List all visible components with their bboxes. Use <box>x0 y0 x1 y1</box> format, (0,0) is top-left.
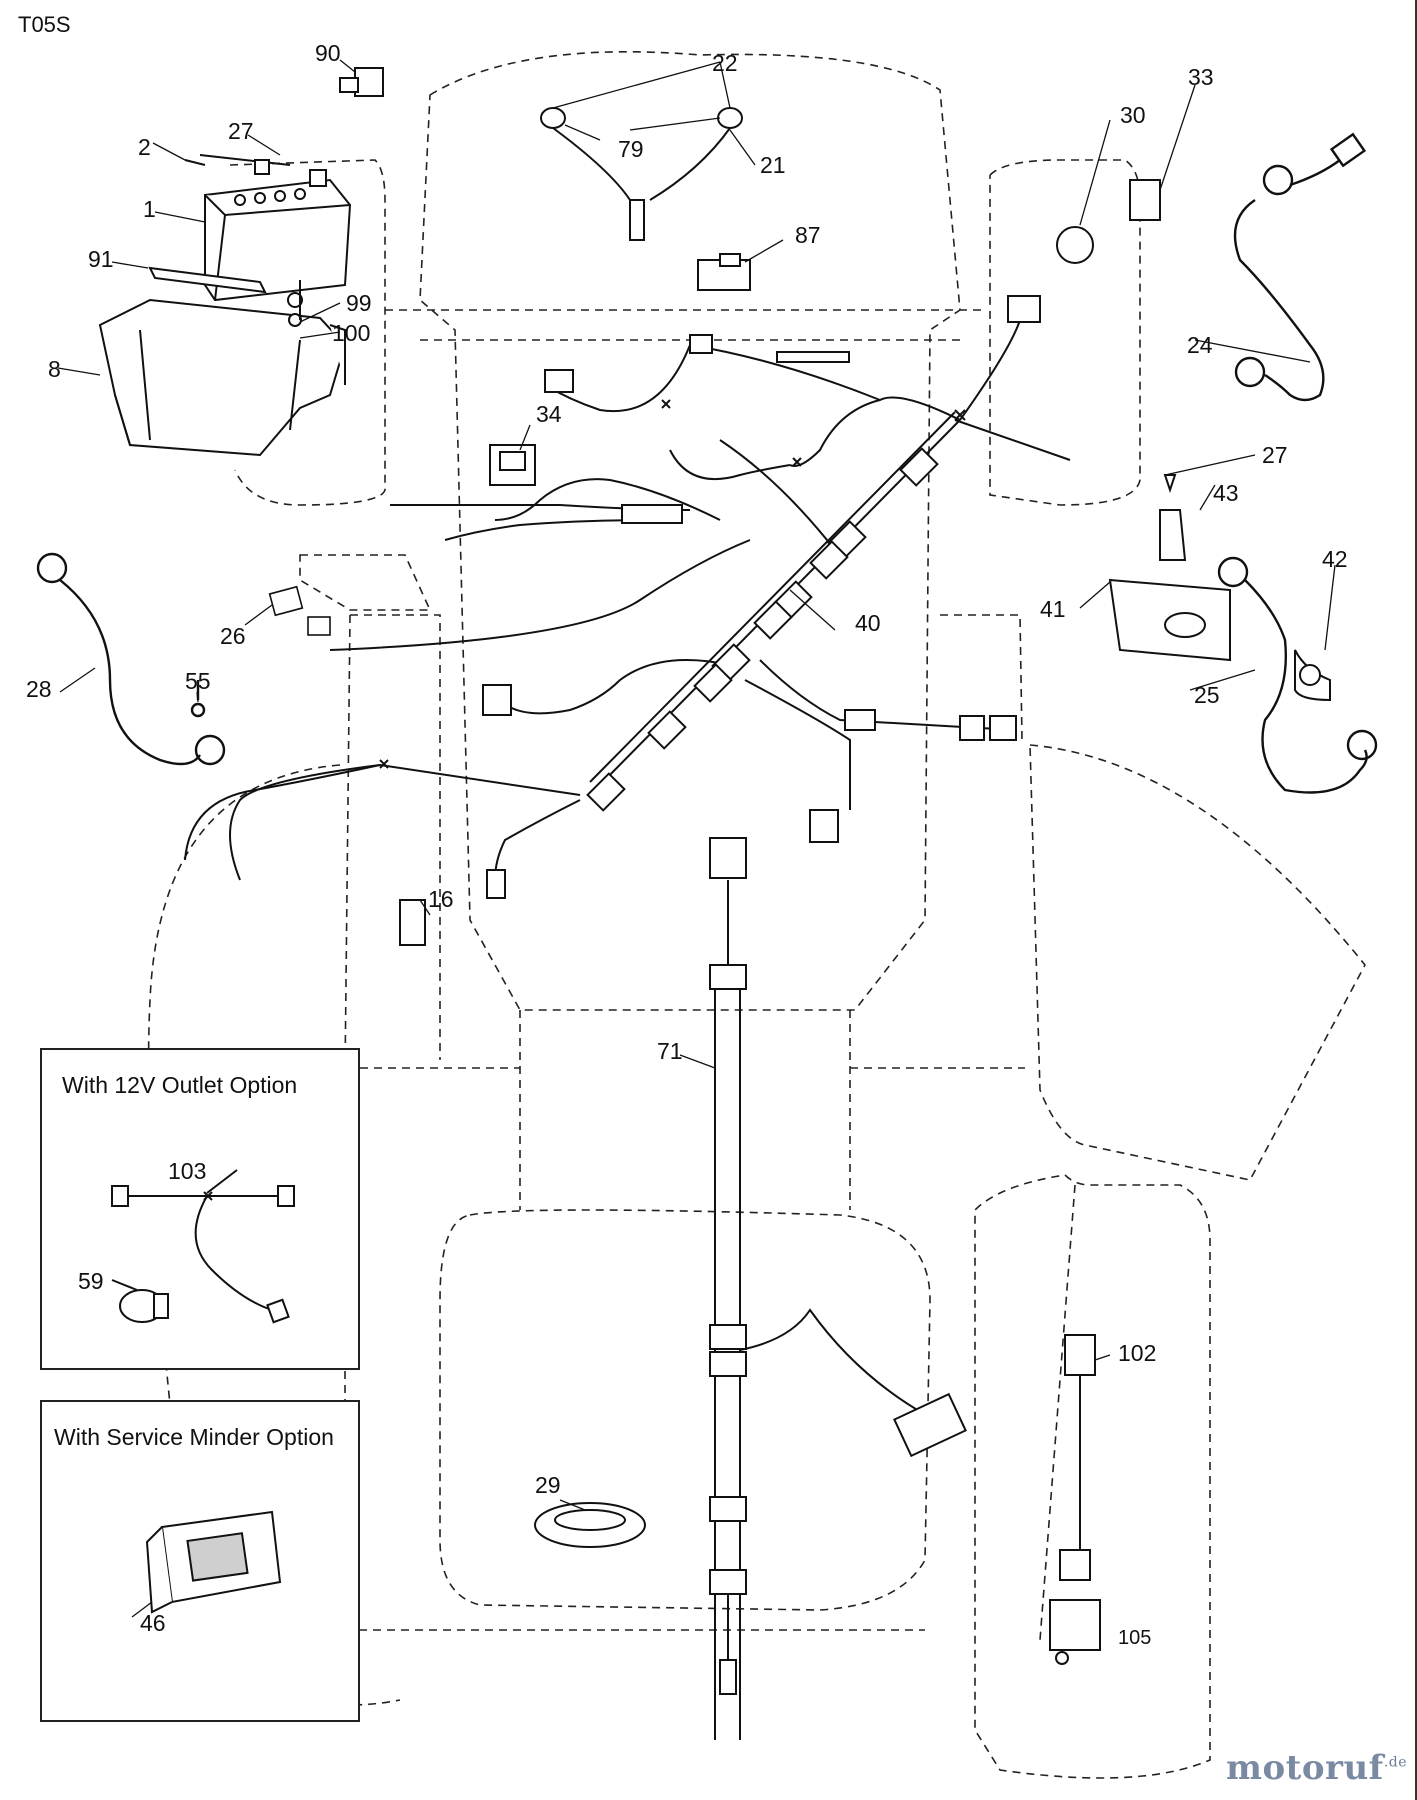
callout-79: 79 <box>618 136 644 162</box>
harness-clips <box>482 295 1041 899</box>
callout-99: 99 <box>346 290 372 316</box>
callout-22: 22 <box>712 50 738 76</box>
component-parts <box>299 67 1331 1665</box>
callout-30: 30 <box>1120 102 1146 128</box>
battery-assembly <box>98 154 352 457</box>
callout-24: 24 <box>1187 332 1213 358</box>
brand-suffix: .de <box>1383 1754 1407 1771</box>
leader-lines <box>57 59 1336 1511</box>
callout-55: 55 <box>185 668 211 694</box>
callout-2: 2 <box>138 134 151 160</box>
callout-105: 105 <box>1118 1627 1152 1649</box>
callout-1: 1 <box>143 196 156 222</box>
callout-27-right: 27 <box>1262 442 1288 468</box>
brand-name: motoruf <box>1226 1748 1384 1788</box>
fuse-26 <box>268 585 331 636</box>
callout-91: 91 <box>88 246 114 272</box>
callout-90: 90 <box>315 40 341 66</box>
callout-87: 87 <box>795 222 821 248</box>
callout-21: 21 <box>760 152 786 178</box>
outlet-harness-drawing <box>111 1169 295 1324</box>
callout-16: 16 <box>428 886 454 912</box>
diagram-code: T05S <box>18 12 71 37</box>
callout-27-top: 27 <box>228 118 254 144</box>
harness-40 <box>184 319 1071 881</box>
brand-watermark: motoruf.de <box>1226 1748 1407 1788</box>
callout-103: 103 <box>168 1158 207 1184</box>
callout-26: 26 <box>220 623 246 649</box>
callout-40: 40 <box>855 610 881 636</box>
harness-71-clips <box>709 964 967 1695</box>
inset-12v-outlet: With 12V Outlet Option 103 59 <box>40 1048 360 1370</box>
callout-43: 43 <box>1213 480 1239 506</box>
callout-59: 59 <box>78 1268 104 1294</box>
callout-29: 29 <box>535 1472 561 1498</box>
battery-cables <box>36 132 1378 794</box>
splice-marks <box>379 399 966 769</box>
callout-71: 71 <box>657 1038 683 1064</box>
callout-41: 41 <box>1040 596 1066 622</box>
callout-100: 100 <box>332 320 371 346</box>
callout-102: 102 <box>1118 1340 1157 1366</box>
callout-25: 25 <box>1194 682 1220 708</box>
inset-service-minder-title: With Service Minder Option <box>54 1424 334 1450</box>
callout-34: 34 <box>536 401 562 427</box>
inset-12v-outlet-title: With 12V Outlet Option <box>62 1072 298 1098</box>
callout-46: 46 <box>140 1610 166 1636</box>
service-minder-drawing <box>131 1510 282 1618</box>
inset-service-minder: With Service Minder Option 46 <box>40 1400 360 1722</box>
callout-8: 8 <box>48 356 61 382</box>
callout-42: 42 <box>1322 546 1348 572</box>
callout-33: 33 <box>1188 64 1214 90</box>
callout-28: 28 <box>26 676 52 702</box>
